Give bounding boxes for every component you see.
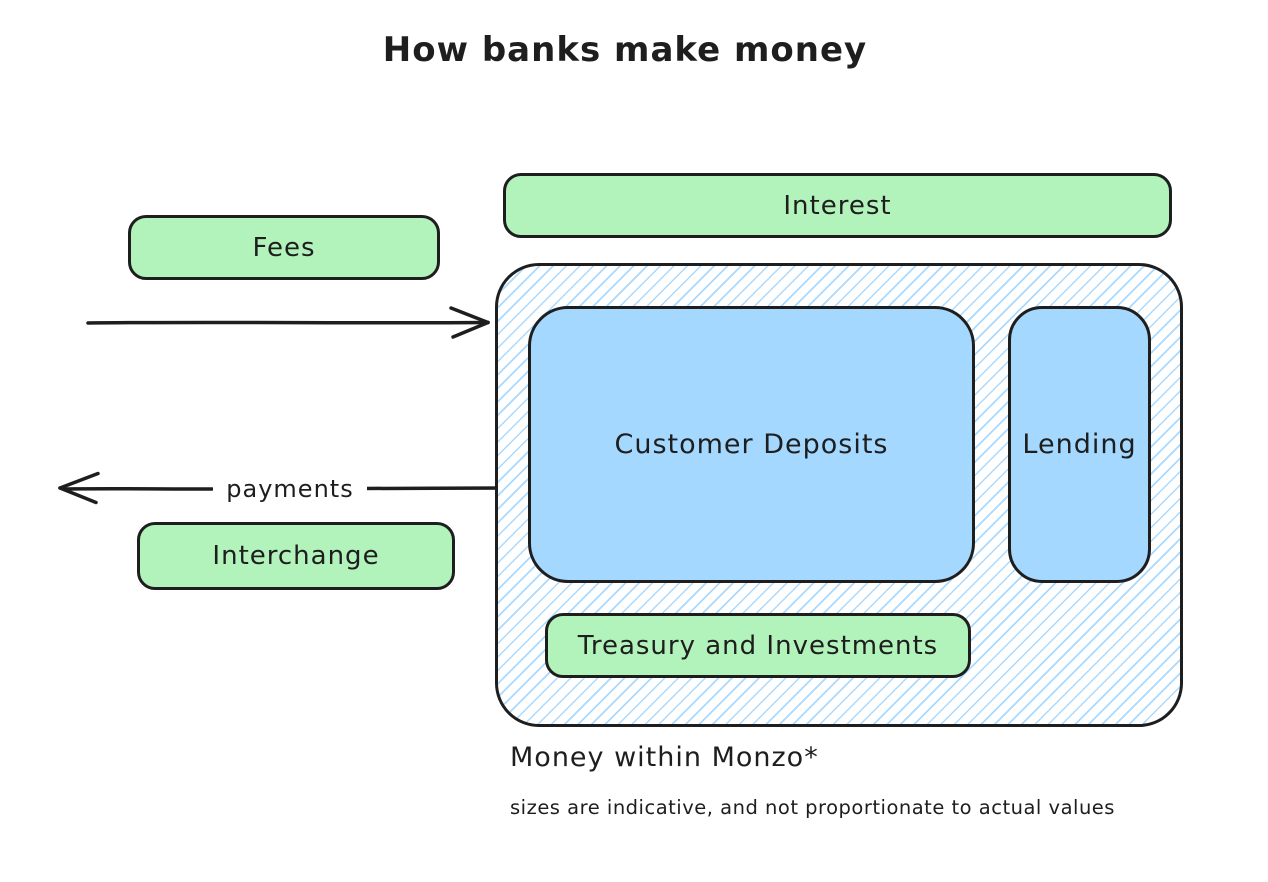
interchange-box: Interchange bbox=[137, 522, 455, 590]
lending-label: Lending bbox=[1022, 429, 1137, 460]
interest-box: Interest bbox=[503, 173, 1172, 238]
treasury-box: Treasury and Investments bbox=[545, 613, 971, 678]
monzo-container-box: Customer Deposits Lending Treasury and I… bbox=[495, 263, 1183, 727]
customer-deposits-box: Customer Deposits bbox=[528, 306, 975, 583]
fees-label: Fees bbox=[252, 232, 316, 263]
fees-box: Fees bbox=[128, 215, 440, 280]
lending-box: Lending bbox=[1008, 306, 1151, 583]
customer-deposits-label: Customer Deposits bbox=[614, 429, 889, 460]
footnote-caption: sizes are indicative, and not proportion… bbox=[510, 796, 1115, 819]
interest-label: Interest bbox=[783, 190, 892, 221]
container-caption: Money within Monzo* bbox=[510, 742, 819, 773]
interchange-label: Interchange bbox=[212, 541, 380, 571]
treasury-label: Treasury and Investments bbox=[577, 630, 939, 661]
payments-arrow-label: payments bbox=[213, 472, 367, 506]
diagram-title: How banks make money bbox=[382, 30, 868, 70]
inflow-arrow-icon bbox=[86, 306, 490, 339]
